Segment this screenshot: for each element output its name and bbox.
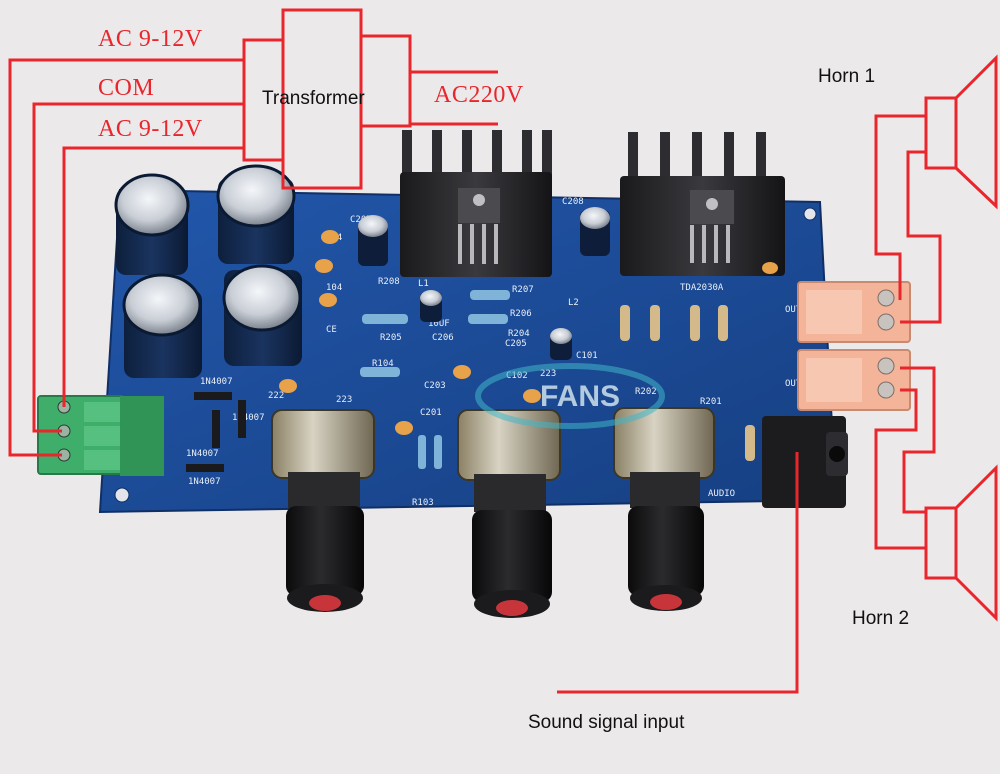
svg-text:223: 223	[540, 369, 556, 379]
svg-text:C208: C208	[562, 197, 584, 207]
svg-text:C206: C206	[432, 333, 454, 343]
svg-text:R208: R208	[378, 277, 400, 287]
svg-text:C205: C205	[505, 339, 527, 349]
horn-1-speaker	[924, 54, 998, 210]
svg-text:223: 223	[336, 395, 352, 405]
svg-text:R205: R205	[380, 333, 402, 343]
label-sound-signal-input: Sound signal input	[528, 712, 685, 733]
svg-text:R207: R207	[512, 285, 534, 295]
svg-text:1N4007: 1N4007	[200, 377, 233, 387]
svg-text:OUT1: OUT1	[785, 379, 807, 389]
audio-input-jack[interactable]	[762, 416, 848, 508]
svg-text:L2: L2	[568, 298, 579, 308]
svg-text:222: 222	[268, 391, 284, 401]
svg-text:OUT2: OUT2	[785, 305, 807, 315]
svg-text:AUDIO: AUDIO	[708, 489, 735, 499]
svg-text:R204: R204	[508, 329, 530, 339]
svg-text:1N4007: 1N4007	[188, 477, 221, 487]
small-capacitors	[279, 207, 778, 435]
filter-capacitors	[114, 164, 302, 378]
svg-text:1N4007: 1N4007	[186, 449, 219, 459]
svg-text:1N4007: 1N4007	[232, 413, 265, 423]
svg-text:R206: R206	[510, 309, 532, 319]
heatsink-right	[620, 132, 785, 276]
potentiometer-3[interactable]	[613, 407, 715, 611]
label-transformer: Transformer	[262, 88, 365, 109]
horn-2-speaker	[924, 464, 998, 622]
svg-text:FANS: FANS	[540, 380, 620, 413]
output-terminal-out2[interactable]	[797, 281, 911, 343]
resistors	[360, 290, 755, 469]
svg-text:10UF: 10UF	[428, 319, 450, 329]
silkscreen-labels: C207 C208 R208 R207 R206 R205 R204 R202 …	[186, 197, 807, 508]
wiring	[8, 8, 942, 694]
label-ac220v: AC220V	[434, 82, 524, 108]
svg-text:TDA2030A: TDA2030A	[680, 283, 724, 293]
output-terminal-out1[interactable]	[797, 349, 911, 411]
power-terminal-block[interactable]	[37, 395, 164, 476]
svg-text:R103: R103	[412, 498, 434, 508]
svg-text:R202: R202	[635, 387, 657, 397]
label-com: COM	[98, 75, 154, 101]
label-ac-9-12v-bottom: AC 9-12V	[98, 116, 203, 142]
svg-text:C201: C201	[420, 408, 442, 418]
svg-text:C203: C203	[424, 381, 446, 391]
potentiometer-1[interactable]	[271, 409, 375, 612]
rectifier-diodes	[186, 392, 246, 472]
svg-text:104: 104	[326, 283, 342, 293]
watermark-logo: FANS	[475, 363, 665, 429]
svg-text:R104: R104	[372, 359, 394, 369]
heatsink-left	[400, 130, 552, 277]
label-horn-1: Horn 1	[818, 66, 875, 87]
svg-text:C102: C102	[506, 371, 528, 381]
svg-text:R201: R201	[700, 397, 722, 407]
potentiometer-2[interactable]	[457, 409, 561, 618]
label-horn-2: Horn 2	[852, 608, 909, 629]
label-ac-9-12v-top: AC 9-12V	[98, 26, 203, 52]
svg-text:CE: CE	[326, 325, 337, 335]
svg-text:C101: C101	[576, 351, 598, 361]
svg-text:L1: L1	[418, 279, 429, 289]
